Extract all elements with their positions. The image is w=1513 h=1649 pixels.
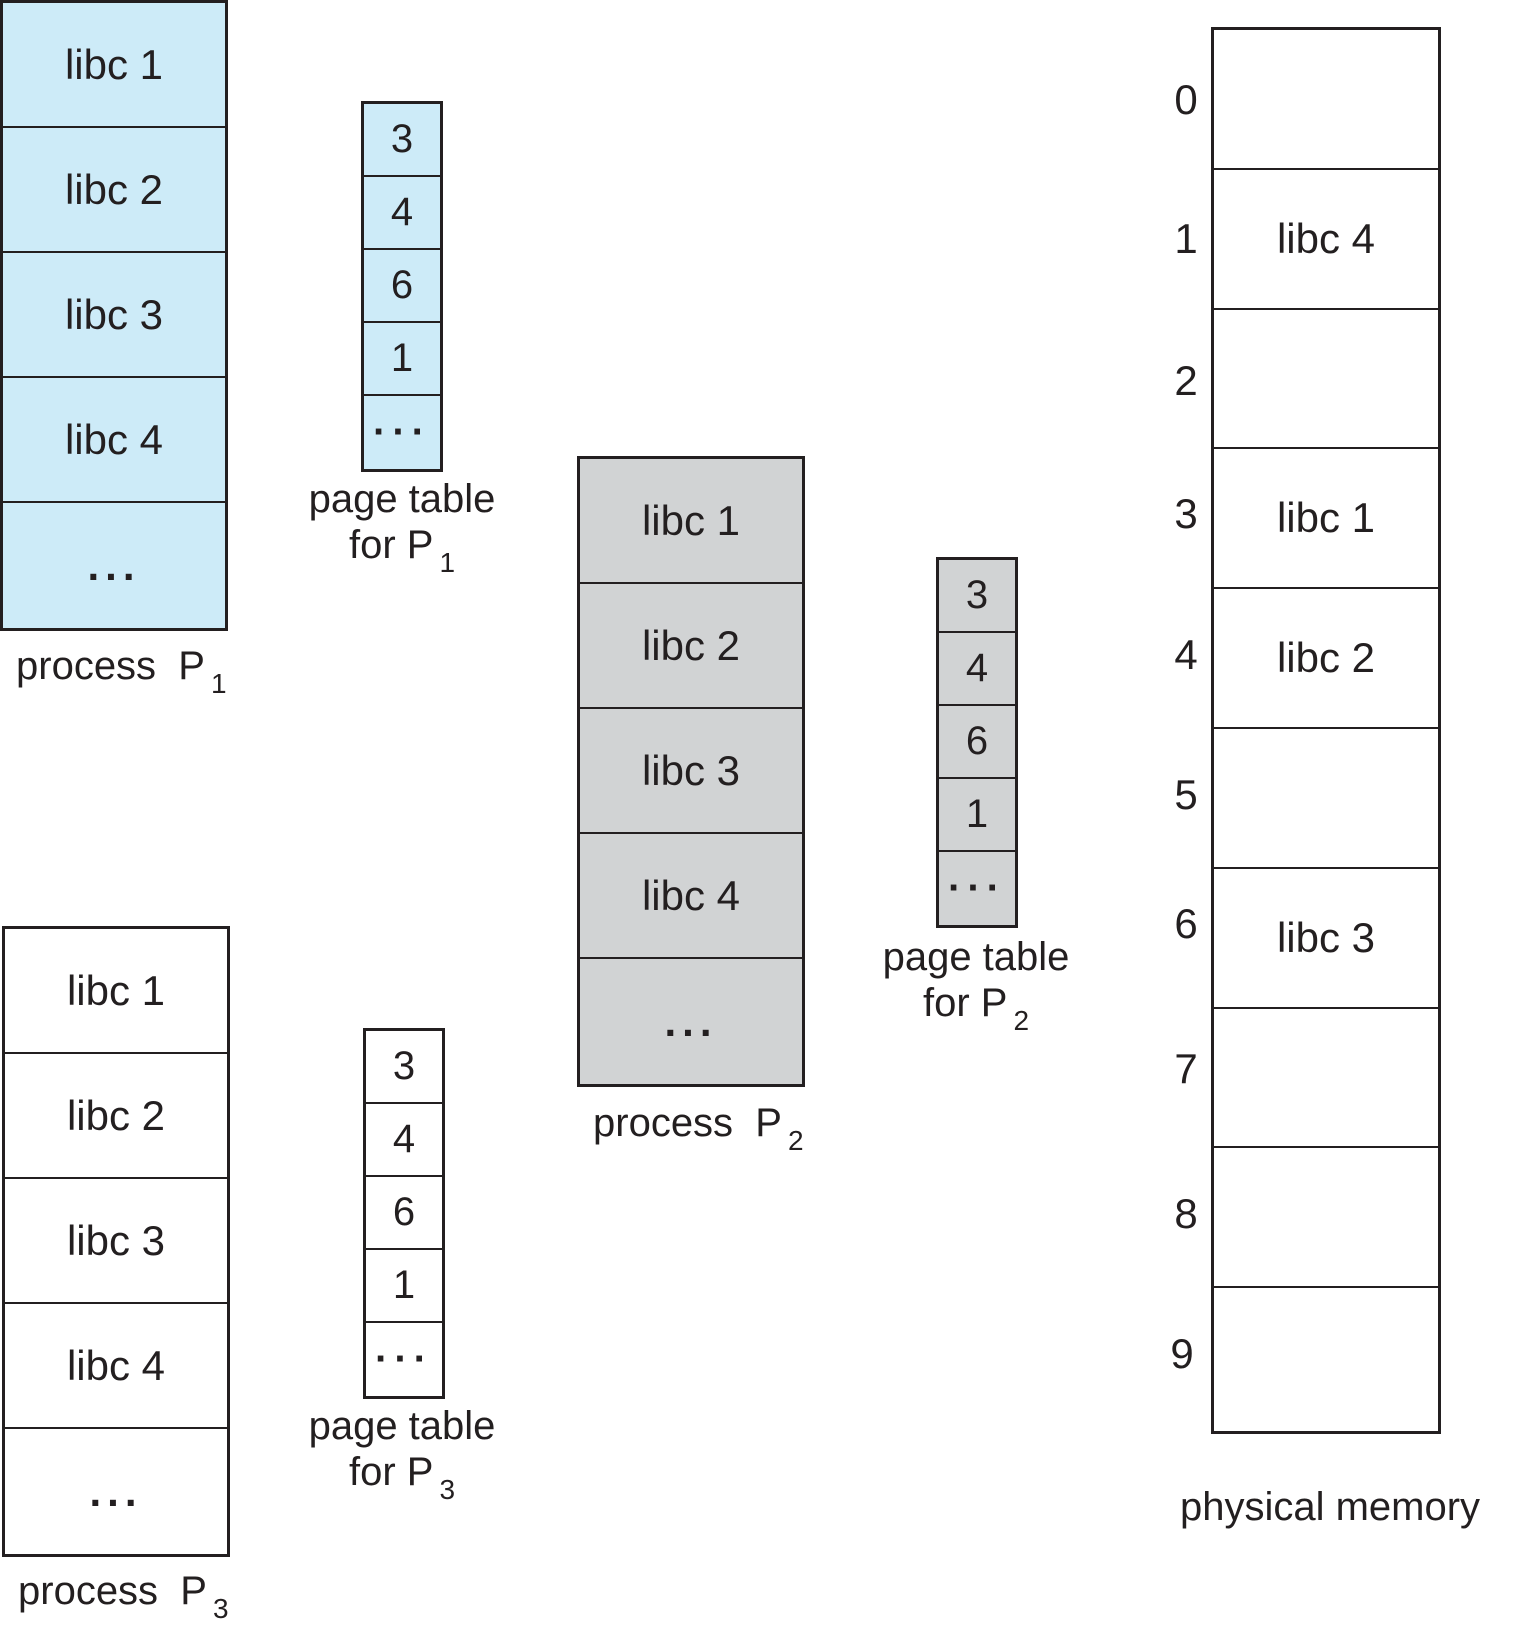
- page-table-p3-ellipsis: ···: [375, 1337, 433, 1381]
- process-p2-label: process: [593, 1101, 734, 1145]
- process-p1-name: P: [178, 644, 205, 688]
- frame-number: 8: [1174, 1190, 1198, 1237]
- frame-number: 1: [1174, 215, 1198, 262]
- process-p3-ellipsis: ...: [89, 1467, 143, 1515]
- page-table-p1-label-line2: for P: [348, 523, 434, 567]
- memory-frame: [1214, 310, 1438, 450]
- process-p3-page: libc 1: [5, 929, 227, 1054]
- process-p1-stack: libc 1 libc 2 libc 3 libc 4 ...: [0, 0, 228, 631]
- process-p2-page: libc 2: [580, 584, 802, 709]
- process-p2-page: libc 1: [580, 459, 802, 584]
- page-table-p2-entry: 6: [939, 706, 1015, 779]
- process-p2-subscript: 2: [787, 1125, 804, 1156]
- frame-number: 0: [1174, 76, 1198, 123]
- frame-number: 4: [1174, 631, 1198, 678]
- process-p2-page: libc 4: [580, 834, 802, 959]
- page-table-p2-entry: 4: [939, 633, 1015, 706]
- frame-number: 3: [1174, 490, 1198, 537]
- page-table-p2-label-line2: for P: [922, 981, 1008, 1025]
- frame-number: 9: [1170, 1330, 1194, 1377]
- memory-frame: libc 2: [1214, 589, 1438, 729]
- physical-memory-caption: physical memory: [1179, 1485, 1481, 1529]
- page-table-p3-entry: 6: [366, 1177, 442, 1250]
- page-table-p2-entry: 3: [939, 560, 1015, 633]
- process-p3-name: P: [180, 1569, 207, 1613]
- frame-number: 5: [1174, 771, 1198, 818]
- page-table-p3-entry: 4: [366, 1104, 442, 1177]
- page-table-p1-subscript: 1: [439, 547, 456, 578]
- page-table-p1-entry: 4: [364, 177, 440, 250]
- page-table-p3: 3 4 6 1 ···: [363, 1028, 445, 1399]
- process-p3-subscript: 3: [212, 1593, 229, 1624]
- page-table-p2-entry: 1: [939, 779, 1015, 852]
- process-p3-label: process: [18, 1569, 159, 1613]
- process-p3-page: libc 4: [5, 1304, 227, 1429]
- page-table-p2: 3 4 6 1 ···: [936, 557, 1018, 928]
- process-p1-subscript: 1: [210, 668, 227, 699]
- memory-frame: [1214, 1009, 1438, 1149]
- frame-number: 7: [1174, 1045, 1198, 1092]
- process-p2-stack: libc 1 libc 2 libc 3 libc 4 ...: [577, 456, 805, 1087]
- memory-frame: [1214, 30, 1438, 170]
- memory-frame: libc 1: [1214, 449, 1438, 590]
- physical-memory-stack: libc 4 libc 1 libc 2 libc 3: [1211, 27, 1441, 1434]
- process-p2-name: P: [755, 1101, 782, 1145]
- process-p1-label: process: [16, 644, 157, 688]
- memory-frame: libc 4: [1214, 170, 1438, 310]
- frame-number: 2: [1174, 357, 1198, 404]
- page-table-p1-entry: 6: [364, 250, 440, 323]
- process-p1-page: libc 2: [3, 128, 225, 253]
- memory-frame: [1214, 729, 1438, 869]
- page-table-p3-subscript: 3: [439, 1474, 456, 1505]
- page-table-p1-ellipsis: ···: [373, 410, 431, 454]
- process-p3-stack: libc 1 libc 2 libc 3 libc 4 ...: [2, 926, 230, 1557]
- page-table-p3-entry: 3: [366, 1031, 442, 1104]
- process-p1-page: libc 1: [3, 3, 225, 128]
- frame-number: 6: [1174, 900, 1198, 947]
- process-p2-ellipsis: ...: [664, 997, 718, 1045]
- page-table-p3-label-line1: page table: [308, 1404, 496, 1448]
- page-table-p1-entry: 1: [364, 323, 440, 396]
- page-table-p3-entry: 1: [366, 1250, 442, 1323]
- memory-frame: [1214, 1288, 1438, 1428]
- memory-frame: [1214, 1148, 1438, 1289]
- page-table-p2-label-line1: page table: [882, 935, 1070, 979]
- page-table-p1-entry: 3: [364, 104, 440, 177]
- page-table-p1: 3 4 6 1 ···: [361, 101, 443, 472]
- page-table-p1-label-line1: page table: [308, 477, 496, 521]
- process-p1-ellipsis: ...: [87, 541, 141, 589]
- process-p3-page: libc 3: [5, 1179, 227, 1304]
- page-table-p2-ellipsis: ···: [948, 866, 1006, 910]
- page-table-p3-label-line2: for P: [348, 1450, 434, 1494]
- process-p1-page: libc 4: [3, 378, 225, 503]
- memory-frame: libc 3: [1214, 869, 1438, 1009]
- page-table-p2-subscript: 2: [1013, 1005, 1030, 1036]
- process-p3-page: libc 2: [5, 1054, 227, 1179]
- process-p1-page: libc 3: [3, 253, 225, 378]
- process-p2-page: libc 3: [580, 709, 802, 834]
